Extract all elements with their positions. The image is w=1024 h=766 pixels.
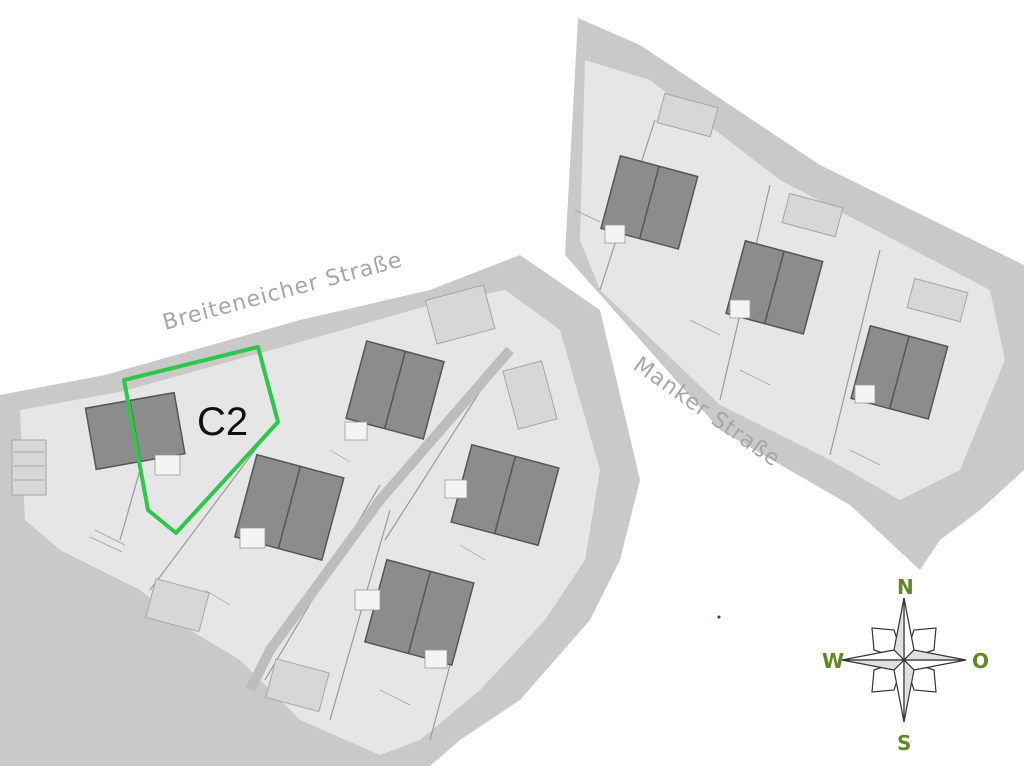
map-dot bbox=[717, 615, 721, 619]
right-parking bbox=[656, 92, 969, 323]
right-houses bbox=[600, 154, 949, 420]
right-terraces bbox=[604, 224, 876, 404]
compass-north-label: N bbox=[897, 575, 914, 599]
compass-rose: N S W O bbox=[822, 575, 989, 755]
compass-east-label: O bbox=[972, 649, 989, 673]
compass-south-label: S bbox=[897, 731, 911, 755]
left-terraces bbox=[154, 421, 468, 669]
left-access-road bbox=[245, 346, 514, 693]
house-c1 bbox=[363, 558, 475, 667]
selected-plot-outline[interactable] bbox=[122, 345, 280, 535]
house-a2 bbox=[345, 340, 445, 440]
right-annotation-marks bbox=[574, 209, 881, 466]
selected-plot[interactable]: C2 bbox=[122, 345, 280, 535]
compass-main-points bbox=[841, 597, 967, 723]
left-parking bbox=[11, 284, 558, 713]
compass-west-label: W bbox=[822, 649, 844, 673]
selected-plot-label: C2 bbox=[197, 400, 248, 444]
left-parcel bbox=[0, 255, 640, 766]
right-parcel bbox=[565, 18, 1024, 570]
left-annotation-marks bbox=[89, 449, 486, 706]
